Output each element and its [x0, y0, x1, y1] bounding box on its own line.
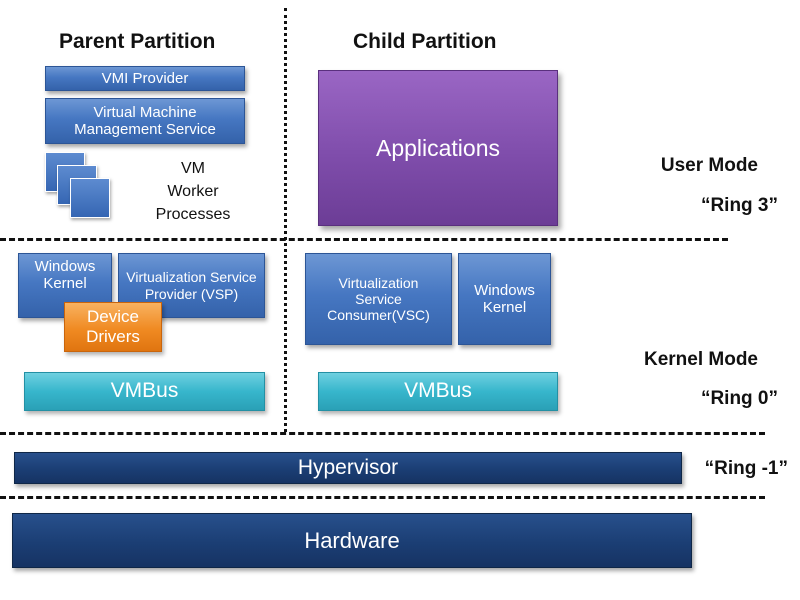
vmms-label: Virtual Machine Management Service	[74, 103, 216, 138]
vsc-box: Virtualization Service Consumer(VSC)	[305, 253, 452, 345]
ring-minus1-label: “Ring -1”	[704, 458, 788, 479]
child-vmbus-label: VMBus	[404, 379, 472, 403]
user-mode-label: User Mode	[660, 155, 758, 176]
vm-worker-square-3	[70, 178, 110, 218]
ring0-label: “Ring 0”	[700, 388, 778, 409]
hardware-bar: Hardware	[12, 513, 692, 568]
child-windows-kernel-box: Windows Kernel	[458, 253, 551, 345]
vsp-label: Virtualization Service Provider (VSP)	[126, 269, 257, 302]
hypervisor-label: Hypervisor	[297, 455, 399, 479]
hypervisor-bar: Hypervisor	[14, 452, 682, 484]
device-drivers-label: Device Drivers	[86, 307, 140, 346]
partition-divider	[284, 8, 287, 432]
parent-vmbus-box: VMBus	[24, 372, 265, 411]
hypervisor-hardware-separator	[0, 496, 765, 499]
vmi-provider-box: VMI Provider	[45, 66, 245, 91]
vm-worker-processes-label: VM Worker Processes	[155, 160, 231, 224]
child-partition-header: Child Partition	[353, 30, 497, 53]
user-kernel-separator	[0, 238, 728, 241]
child-windows-kernel-label: Windows Kernel	[474, 281, 535, 316]
applications-box: Applications	[318, 70, 558, 226]
parent-windows-kernel-label: Windows Kernel	[34, 258, 96, 293]
kernel-mode-label: Kernel Mode	[643, 349, 758, 370]
device-drivers-box: Device Drivers	[64, 302, 162, 352]
parent-partition-header: Parent Partition	[59, 30, 216, 53]
hardware-label: Hardware	[304, 527, 400, 553]
applications-label: Applications	[375, 134, 501, 161]
vmi-provider-label: VMI Provider	[101, 69, 189, 87]
vsc-label: Virtualization Service Consumer(VSC)	[327, 274, 430, 324]
child-vmbus-box: VMBus	[318, 372, 558, 411]
kernel-hypervisor-separator	[0, 432, 765, 435]
ring3-label: “Ring 3”	[700, 195, 778, 216]
parent-vmbus-label: VMBus	[110, 379, 179, 403]
vmms-box: Virtual Machine Management Service	[45, 98, 245, 144]
